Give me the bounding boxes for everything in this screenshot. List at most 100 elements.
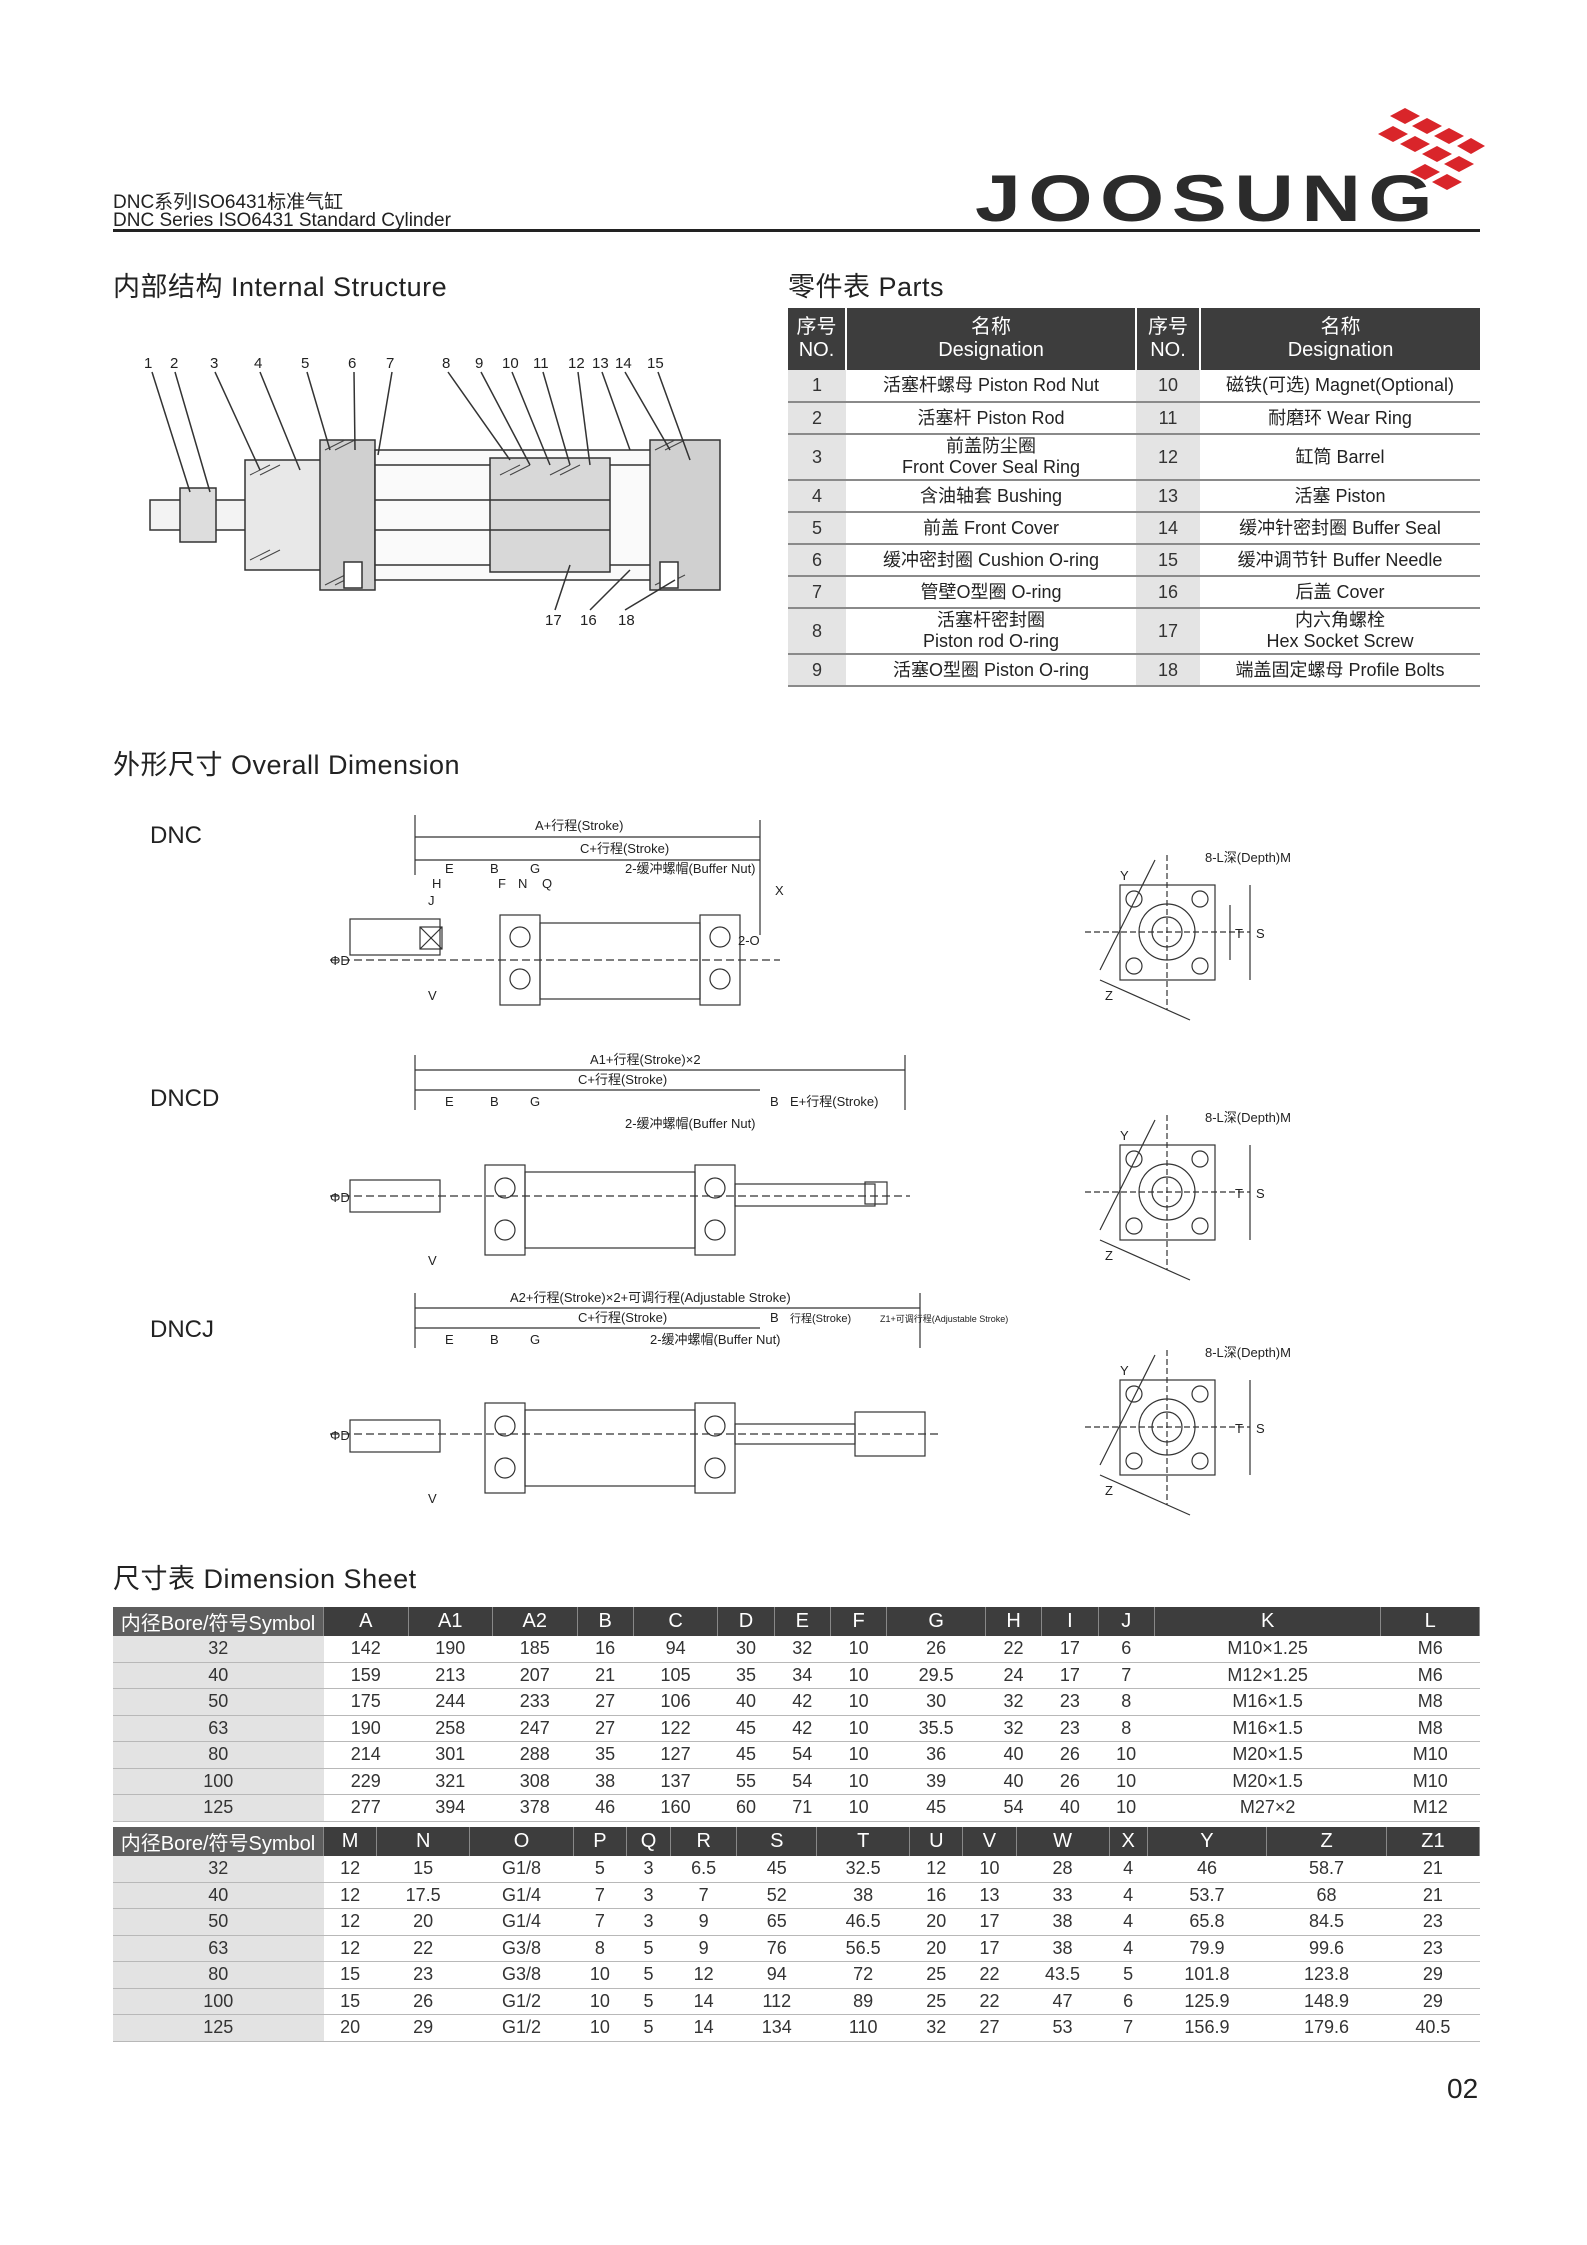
dim-value-cell: 53 [1016, 2014, 1110, 2042]
dim-header-col: U [909, 1827, 964, 1856]
dim-value-cell: 156.9 [1147, 2014, 1267, 2042]
dim-value-cell: M20×1.5 [1154, 1768, 1381, 1795]
dnc-end-view: 8-L深(Depth)M Y Z T S [1085, 850, 1291, 1021]
dnc-side-view: A+行程(Stroke) C+行程(Stroke) 2-缓冲螺帽(Buffer … [330, 815, 784, 1006]
part-number: 15 [1136, 544, 1200, 577]
dim-value-cell: 229 [323, 1768, 408, 1795]
dim-value-cell: G3/8 [469, 1935, 574, 1962]
part-designation: 端盖固定螺母 Profile Bolts [1200, 654, 1480, 687]
dim-value-cell: 45 [717, 1715, 775, 1742]
dim-bore-cell: 32 [113, 1856, 324, 1883]
dim-value-cell: 46.5 [816, 1908, 910, 1936]
dim-value-cell: 122 [633, 1715, 718, 1742]
dim-value-cell: 23 [1041, 1715, 1099, 1742]
dim-value-cell: 55 [717, 1768, 775, 1795]
dim-value-cell: 16 [909, 1882, 963, 1909]
dim-value-cell: 26 [376, 1988, 470, 2015]
dim-value-cell: 23 [1386, 1908, 1480, 1936]
dim-value-cell: G3/8 [469, 1961, 574, 1989]
dim-value-cell: 54 [985, 1794, 1042, 1822]
dim-value-cell: 12 [323, 1908, 377, 1936]
parts-header-designation-left: 名称 Designation [846, 308, 1137, 370]
dim-bore-cell: 63 [113, 1935, 324, 1962]
dim-header-col: O [469, 1827, 574, 1856]
dim-header-col: S [736, 1827, 818, 1856]
dim-bore-cell: 100 [113, 1988, 324, 2015]
dim-value-cell: 3 [626, 1908, 671, 1936]
dim-value-cell: 28 [1016, 1856, 1110, 1883]
dim-value-cell: 9 [670, 1908, 737, 1936]
dim-value-cell: 22 [962, 1961, 1017, 1989]
part-number: 2 [788, 402, 846, 435]
dim-value-cell: 21 [1386, 1856, 1480, 1883]
dim-value-cell: 3 [626, 1882, 671, 1909]
dim-value-cell: 308 [492, 1768, 577, 1795]
svg-text:ΦD: ΦD [330, 1428, 350, 1443]
dim-value-cell: 10 [830, 1636, 887, 1663]
dim-value-cell: 33 [1016, 1882, 1110, 1909]
dim-value-cell: 43.5 [1016, 1961, 1110, 1989]
callout-15: 15 [647, 355, 664, 372]
parts-table: 序号 NO. 名称 Designation 序号 NO. 名称 Designat… [788, 308, 1480, 687]
dim-header-col: X [1109, 1827, 1148, 1856]
dim-value-cell: 30 [717, 1636, 775, 1663]
dim-value-cell: 32 [909, 2014, 963, 2042]
dim-value-cell: 5 [626, 1988, 671, 2015]
dim-value-cell: 17 [962, 1935, 1017, 1962]
part-number: 9 [788, 654, 846, 687]
dim-value-cell: 94 [633, 1636, 718, 1663]
part-designation: 前盖防尘圈 Front Cover Seal Ring [846, 434, 1136, 481]
callout-7: 7 [386, 355, 394, 372]
section-title-sheet: 尺寸表 Dimension Sheet [113, 1564, 417, 1594]
dim-header-col: Q [626, 1827, 671, 1856]
dim-value-cell: 21 [577, 1662, 634, 1689]
brand-logo-icon [1378, 108, 1485, 190]
dim-value-cell: 6.5 [670, 1856, 737, 1883]
part-designation: 活塞杆螺母 Piston Rod Nut [846, 370, 1136, 403]
part-designation: 后盖 Cover [1200, 576, 1480, 609]
svg-text:S: S [1256, 1421, 1265, 1436]
dim-value-cell: 7 [1098, 1662, 1155, 1689]
part-designation: 缓冲针密封圈 Buffer Seal [1200, 512, 1480, 545]
dim-value-cell: 12 [323, 1882, 377, 1909]
part-number: 17 [1136, 608, 1200, 655]
header-title-en: DNC Series ISO6431 Standard Cylinder [113, 210, 451, 231]
svg-text:B: B [770, 1094, 779, 1109]
dim-value-cell: 4 [1109, 1882, 1148, 1909]
svg-text:N: N [518, 876, 527, 891]
dim-value-cell: 13 [962, 1882, 1017, 1909]
callout-13: 13 [592, 355, 609, 372]
part-number: 5 [788, 512, 846, 545]
dim-value-cell: 137 [633, 1768, 718, 1795]
dncj-dim-c: C+行程(Stroke) [578, 1310, 667, 1325]
dim-value-cell: 32 [985, 1715, 1042, 1742]
svg-text:B: B [490, 1332, 499, 1347]
callout-14: 14 [615, 355, 632, 372]
dim-value-cell: 45 [886, 1794, 986, 1822]
part-number: 16 [1136, 576, 1200, 609]
svg-text:V: V [428, 1253, 437, 1268]
dim-value-cell: 8 [573, 1935, 627, 1962]
dim-value-cell: 9 [670, 1935, 737, 1962]
dim-value-cell: 22 [985, 1636, 1042, 1663]
dim-value-cell: 185 [492, 1636, 577, 1663]
dim-value-cell: 40 [985, 1741, 1042, 1769]
svg-text:T: T [1235, 1186, 1243, 1201]
callout-3: 3 [210, 355, 218, 372]
dim-value-cell: M16×1.5 [1154, 1715, 1381, 1742]
dim-bore-cell: 50 [113, 1688, 324, 1716]
dim-value-cell: 125.9 [1147, 1988, 1267, 2015]
dim-value-cell: 160 [633, 1794, 718, 1822]
dim-value-cell: 7 [573, 1908, 627, 1936]
dim-bore-cell: 125 [113, 1794, 324, 1822]
dim-value-cell: 25 [909, 1988, 963, 2015]
dim-value-cell: 71 [774, 1794, 831, 1822]
dim-value-cell: 27 [577, 1688, 634, 1716]
dim-value-cell: 175 [323, 1688, 408, 1716]
svg-text:ΦD: ΦD [330, 1190, 350, 1205]
dim-value-cell: 190 [408, 1636, 493, 1663]
model-label-dncd: DNCD [150, 1085, 220, 1112]
